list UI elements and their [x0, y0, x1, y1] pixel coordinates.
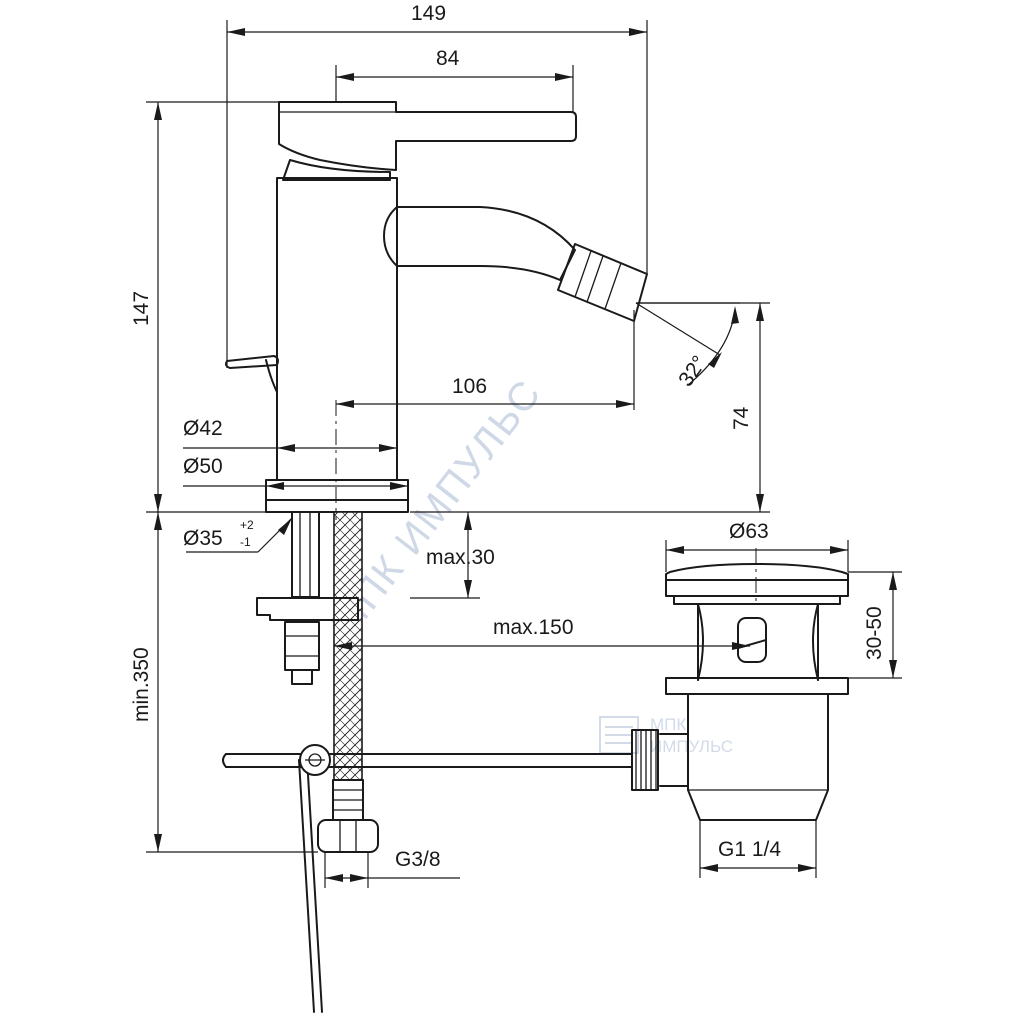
- center-lines: [335, 400, 757, 606]
- watermark-logo-line2: ИМПУЛЬС: [650, 737, 733, 756]
- dim-waste-diameter: Ø63: [729, 520, 769, 543]
- aerator: [557, 243, 648, 322]
- spout: [383, 206, 576, 281]
- dim-overall-width: 149: [411, 2, 446, 25]
- dim-hose-thread: G3/8: [395, 848, 441, 871]
- dim-hole-diameter: Ø35: [183, 527, 223, 550]
- waste-slot: [737, 617, 767, 663]
- hose-nut: [317, 819, 379, 853]
- waste-flange: [665, 677, 849, 695]
- dim-height: 147: [130, 291, 153, 326]
- dim-deck-thickness: max.30: [426, 546, 495, 569]
- dim-waste-height: 30-50: [863, 606, 886, 660]
- dim-spray-angle: 32°: [674, 352, 711, 391]
- dim-waste-thread: G1 1/4: [718, 838, 781, 861]
- dim-spout-reach: 106: [452, 375, 487, 398]
- pop-up-rod: [225, 753, 633, 768]
- watermark-logo: МПК ИМПУЛЬС: [599, 715, 733, 756]
- dim-hole-tol-minus: -1: [240, 535, 251, 549]
- watermark: МПК ИМПУЛЬС МПК ИМПУЛЬС: [322, 371, 733, 756]
- dim-base-diameter: Ø50: [183, 455, 223, 478]
- dim-lever-width: 84: [436, 47, 460, 70]
- dimension-lines: [146, 20, 902, 888]
- under-deck-assembly: [222, 511, 633, 1013]
- fixing-plate: [256, 597, 359, 621]
- dim-rod-length: max.150: [493, 616, 574, 639]
- faucet-base: [265, 479, 409, 501]
- waste-assembly: [631, 563, 849, 821]
- lever-handle: [278, 101, 577, 171]
- pop-up-knob: [225, 355, 279, 369]
- faucet-body: [225, 101, 648, 513]
- dim-body-diameter: Ø42: [183, 417, 223, 440]
- dim-hole-tol-plus: +2: [240, 518, 254, 532]
- waste-plug: [665, 563, 849, 581]
- waste-thread-nut: [631, 729, 659, 791]
- dim-min-length: min.350: [130, 647, 153, 722]
- dim-outlet-height: 74: [730, 406, 753, 430]
- faucet-column: [276, 177, 398, 481]
- watermark-logo-line1: МПК: [650, 715, 686, 734]
- dimension-labels: 149 84 147 106 74 32° Ø42 Ø50 Ø35 +2 -1 …: [130, 2, 886, 871]
